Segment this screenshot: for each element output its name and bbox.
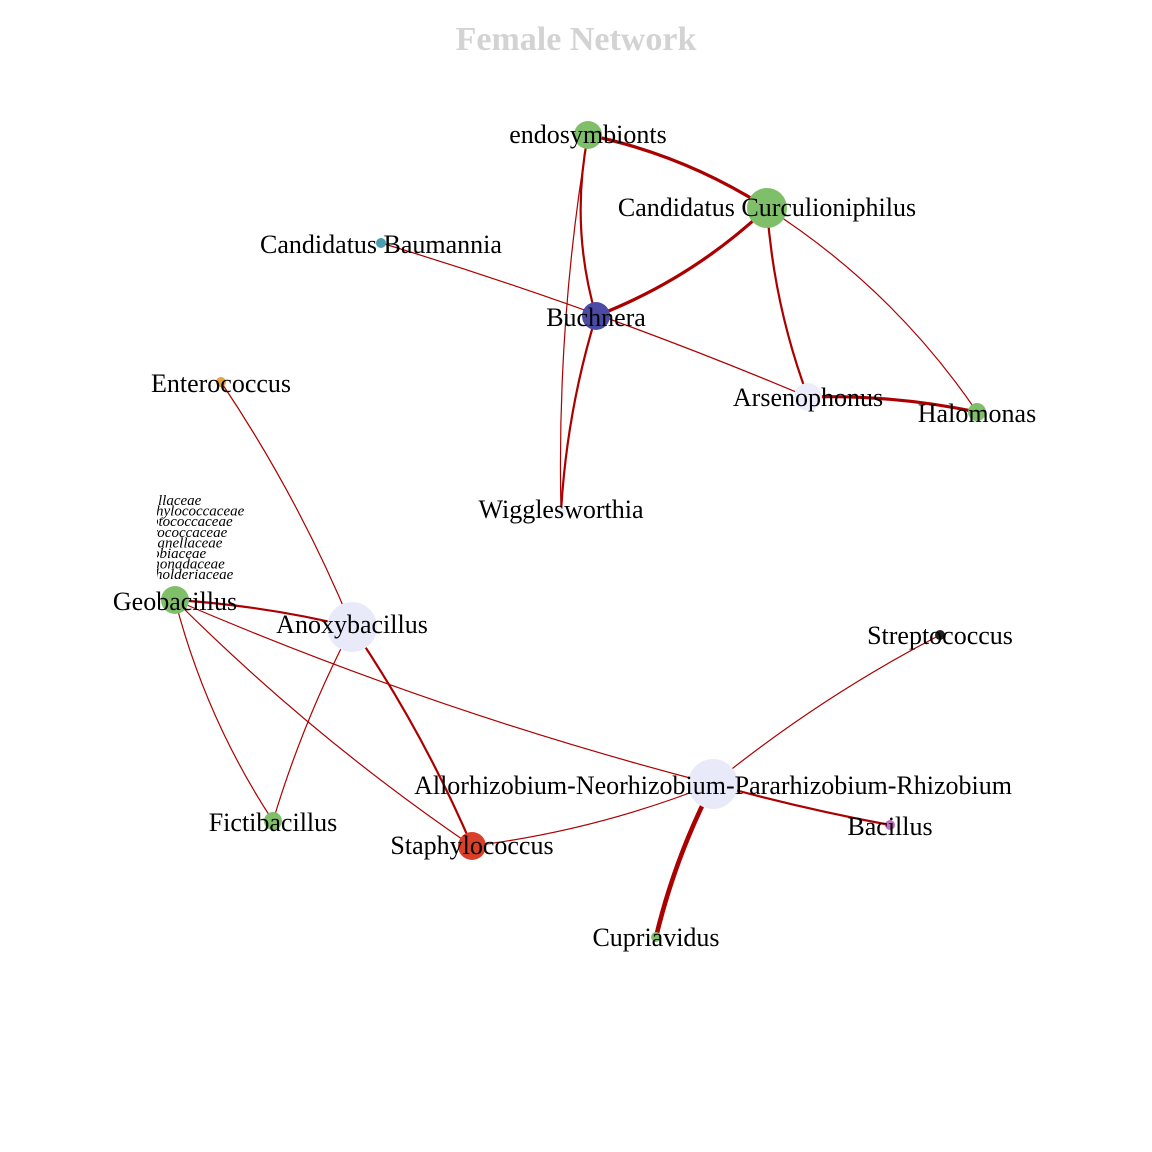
legend-item: obiaceae — [152, 546, 206, 562]
edge-curculioniphilus-buchnera — [594, 206, 769, 318]
edge-anoxybacillus-fictibacillus — [272, 626, 353, 822]
edge-staphylococcus-rhizobium — [471, 783, 714, 847]
node-label-cupriavidus: Cupriavidus — [592, 923, 719, 952]
node-baumannia[interactable] — [376, 238, 386, 248]
edge-enterococcus-anoxybacillus — [220, 381, 353, 628]
edge-geobacillus-staphylococcus — [174, 599, 473, 847]
node-label-staphylococcus: Staphylococcus — [390, 831, 553, 860]
node-streptococcus[interactable] — [935, 630, 945, 640]
legend-item: ganellaceae — [150, 535, 223, 551]
node-label-bacillus: Bacillus — [847, 812, 932, 841]
node-label-curculioniphilus: Candidatus Curculioniphilus — [618, 193, 916, 222]
node-arsenophonus[interactable] — [794, 383, 822, 411]
node-label-streptococcus: Streptococcus — [867, 621, 1013, 650]
node-staphylococcus[interactable] — [458, 832, 486, 860]
node-enterococcus[interactable] — [216, 377, 226, 387]
node-label-endosymbionts: endosymbionts — [509, 120, 666, 149]
node-fictibacillus[interactable] — [264, 812, 282, 830]
node-wigglesworthia[interactable] — [556, 507, 566, 517]
node-buchnera[interactable] — [582, 302, 610, 330]
node-anoxybacillus[interactable] — [327, 602, 377, 652]
edge-endosymbionts-wigglesworthia — [559, 134, 589, 513]
legend-item: holderiaceae — [155, 567, 234, 583]
node-bacillus[interactable] — [885, 820, 895, 830]
node-label-geobacillus: Geobacillus — [113, 587, 237, 616]
edge-geobacillus-fictibacillus — [174, 599, 274, 822]
node-cupriavidus[interactable] — [651, 932, 661, 942]
edge-curculioniphilus-halomonas — [766, 207, 978, 413]
legend-item: monadaceae — [149, 557, 225, 573]
node-endosymbionts[interactable] — [574, 121, 602, 149]
edge-anoxybacillus-staphylococcus — [350, 625, 474, 848]
edge-buchnera-wigglesworthia — [559, 314, 598, 514]
node-label-wigglesworthia: Wigglesworthia — [478, 495, 643, 524]
edge-endosymbionts-curculioniphilus — [586, 133, 769, 210]
edge-arsenophonus-halomonas — [806, 395, 979, 414]
node-label-fictibacillus: Fictibacillus — [209, 808, 338, 837]
legend: llaceaehylococcaceaeptococcaceaerococcac… — [149, 493, 245, 583]
node-label-halomonas: Halomonas — [918, 399, 1036, 428]
edge-rhizobium-streptococcus — [712, 634, 941, 785]
legend-item: hylococcaceae — [156, 504, 245, 520]
node-rhizobium[interactable] — [688, 759, 738, 809]
nodes-layer — [161, 121, 986, 942]
node-label-buchnera: Buchnera — [546, 303, 646, 332]
edge-curculioniphilus-arsenophonus — [765, 206, 810, 399]
node-label-enterococcus: Enterococcus — [151, 369, 291, 398]
node-label-rhizobium: Allorhizobium-Neorhizobium-Pararhizobium… — [414, 771, 1012, 800]
legend-item: rococcaceae — [152, 525, 228, 541]
node-geobacillus[interactable] — [161, 586, 189, 614]
node-halomonas[interactable] — [968, 403, 986, 421]
node-label-arsenophonus: Arsenophonus — [733, 383, 883, 412]
node-curculioniphilus[interactable] — [747, 188, 787, 228]
legend-item: llaceae — [158, 493, 202, 509]
node-label-baumannia: Candidatus Baumannia — [260, 230, 502, 259]
node-label-anoxybacillus: Anoxybacillus — [276, 610, 428, 639]
edge-geobacillus-rhizobium — [174, 599, 714, 785]
page-title: Female Network — [456, 21, 697, 58]
legend-item: ptococcaceae — [150, 514, 233, 530]
edges-layer — [173, 133, 979, 940]
edge-endosymbionts-buchnera — [579, 133, 598, 318]
